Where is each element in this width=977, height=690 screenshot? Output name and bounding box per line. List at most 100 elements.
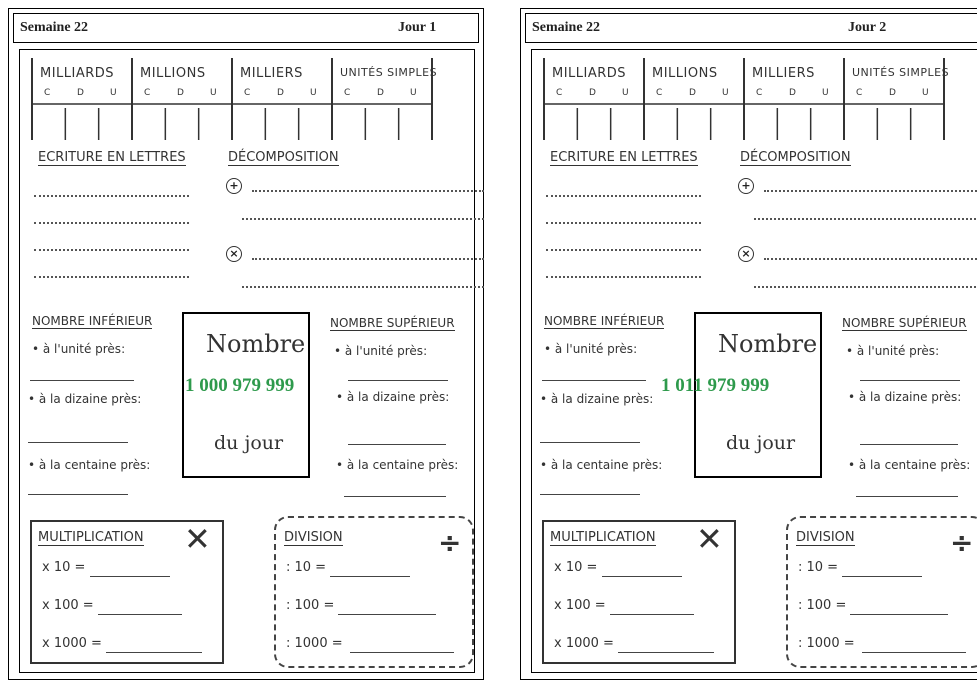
cdu-label: U	[622, 88, 629, 98]
answer-line[interactable]	[348, 444, 446, 445]
cdu-label: D	[277, 88, 284, 98]
week-label: Semaine 22	[20, 20, 89, 35]
division-answer-line[interactable]	[842, 576, 922, 577]
division-heading: DIVISION	[284, 530, 343, 546]
writing-line[interactable]	[34, 222, 189, 224]
cdu-label: U	[210, 88, 217, 98]
nombre-title: Nombre	[206, 330, 306, 358]
decomposition-line[interactable]	[252, 258, 484, 260]
answer-line[interactable]	[344, 496, 446, 497]
divide-icon: ÷	[438, 526, 462, 559]
cdu-label: C	[756, 88, 763, 98]
table-header: MILLIARDS	[552, 66, 627, 81]
unite-label-right: • à l'unité près:	[846, 344, 940, 358]
multiplication-answer-line[interactable]	[106, 652, 202, 653]
multiplication-row-label: x 10 =	[554, 560, 598, 575]
decomposition-line[interactable]	[252, 190, 484, 192]
day-label: Jour 2	[848, 20, 887, 35]
writing-line[interactable]	[34, 249, 189, 251]
answer-line[interactable]	[860, 444, 958, 445]
writing-line[interactable]	[34, 276, 189, 278]
nombre-superieur-heading: NOMBRE SUPÉRIEUR	[842, 316, 967, 331]
multiplication-answer-line[interactable]	[98, 614, 182, 615]
multiplication-heading: MULTIPLICATION	[38, 530, 144, 546]
divide-icon: ÷	[950, 526, 974, 559]
division-row-label: : 100 =	[286, 598, 335, 613]
cdu-label: D	[177, 88, 184, 98]
writing-line[interactable]	[546, 249, 701, 251]
writing-line[interactable]	[546, 222, 701, 224]
decomposition-line[interactable]	[242, 218, 484, 220]
answer-line[interactable]	[540, 442, 640, 443]
answer-line[interactable]	[28, 442, 128, 443]
cdu-label: U	[722, 88, 729, 98]
du-jour-label: du jour	[214, 432, 284, 454]
answer-line[interactable]	[348, 380, 448, 381]
decomposition-heading: DÉCOMPOSITION	[228, 150, 339, 166]
division-row-label: : 1000 =	[798, 636, 855, 651]
centaine-label-right: • à la centaine près:	[336, 458, 459, 472]
multiplication-answer-line[interactable]	[618, 652, 714, 653]
decomposition-line[interactable]	[764, 190, 977, 192]
decomposition-line[interactable]	[764, 258, 977, 260]
ecriture-heading: ECRITURE EN LETTRES	[550, 150, 698, 166]
decomposition-line[interactable]	[754, 218, 977, 220]
multiplication-answer-line[interactable]	[90, 576, 170, 577]
plus-circle-icon: +	[226, 178, 242, 194]
cdu-label: D	[889, 88, 896, 98]
nombre-inferieur-heading: NOMBRE INFÉRIEUR	[32, 314, 153, 329]
cdu-label: C	[556, 88, 563, 98]
nombre-inferieur-heading: NOMBRE INFÉRIEUR	[544, 314, 665, 329]
multiplication-frame	[542, 520, 736, 664]
division-heading: DIVISION	[796, 530, 855, 546]
multiplication-answer-line[interactable]	[610, 614, 694, 615]
dizaine-label-right: • à la dizaine près:	[848, 390, 962, 404]
division-answer-line[interactable]	[862, 652, 966, 653]
answer-line[interactable]	[30, 380, 134, 381]
division-answer-line[interactable]	[850, 614, 948, 615]
decomposition-line[interactable]	[754, 286, 977, 288]
multiplication-row-label: x 10 =	[42, 560, 86, 575]
plus-circle-icon: +	[738, 178, 754, 194]
division-answer-line[interactable]	[330, 576, 410, 577]
centaine-label-right: • à la centaine près:	[848, 458, 971, 472]
week-label: Semaine 22	[532, 20, 601, 35]
cdu-label: U	[410, 88, 417, 98]
division-answer-line[interactable]	[338, 614, 436, 615]
answer-line[interactable]	[860, 380, 960, 381]
nombre-du-jour-box	[182, 312, 310, 478]
division-row-label: : 10 =	[286, 560, 327, 575]
multiplication-row-label: x 1000 =	[42, 636, 102, 651]
decomposition-line[interactable]	[242, 286, 484, 288]
cdu-label: C	[144, 88, 151, 98]
multiplication-row-label: x 1000 =	[554, 636, 614, 651]
unite-label-left: • à l'unité près:	[544, 342, 638, 356]
writing-line[interactable]	[34, 195, 189, 197]
writing-line[interactable]	[546, 276, 701, 278]
division-answer-line[interactable]	[350, 652, 454, 653]
answer-line[interactable]	[540, 494, 640, 495]
cdu-label: D	[589, 88, 596, 98]
table-header: UNITÉS SIMPLES	[340, 66, 438, 79]
answer-line[interactable]	[856, 496, 958, 497]
answer-line[interactable]	[542, 380, 646, 381]
dizaine-label-left: • à la dizaine près:	[540, 392, 654, 406]
place-value-table	[31, 58, 433, 140]
writing-line[interactable]	[546, 195, 701, 197]
multiplication-heading: MULTIPLICATION	[550, 530, 656, 546]
place-value-table	[543, 58, 945, 140]
multiplication-answer-line[interactable]	[602, 576, 682, 577]
cdu-label: D	[77, 88, 84, 98]
answer-line[interactable]	[28, 494, 128, 495]
cdu-label: U	[822, 88, 829, 98]
table-header: MILLIERS	[240, 66, 303, 81]
dizaine-label-left: • à la dizaine près:	[28, 392, 142, 406]
cdu-label: U	[110, 88, 117, 98]
cdu-label: D	[689, 88, 696, 98]
cdu-label: U	[922, 88, 929, 98]
du-jour-label: du jour	[726, 432, 796, 454]
multiplication-frame	[30, 520, 224, 664]
multiplication-row-label: x 100 =	[554, 598, 606, 613]
